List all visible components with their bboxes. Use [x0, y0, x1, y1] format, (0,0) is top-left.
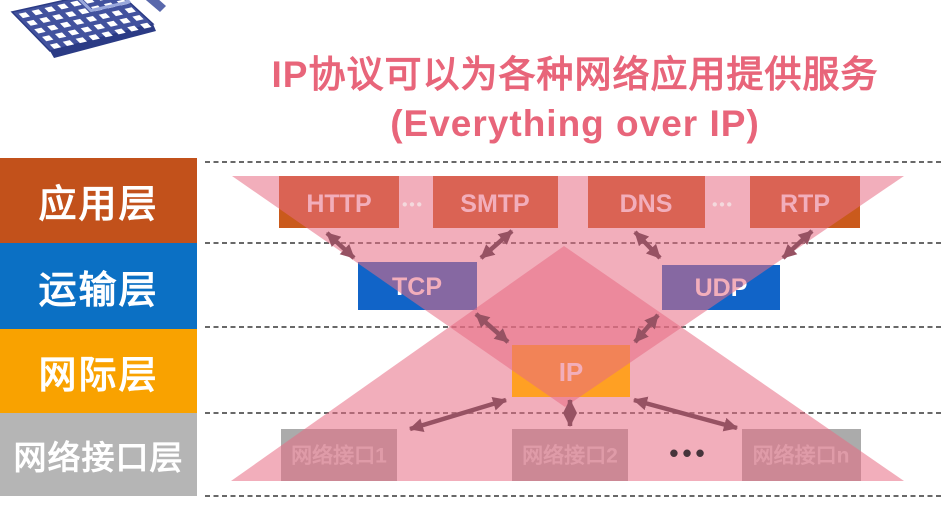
internet-layer-label: 网际层 [38, 354, 159, 397]
sidebar-network-interface-layer: 网络接口层 [0, 413, 197, 496]
arrow-smtp-tcp [479, 229, 514, 260]
laptop-trackpad-outline [78, 0, 131, 12]
arrow-rtp-udp [781, 229, 814, 260]
arrow-dns-udp [633, 230, 662, 260]
ellipsis-dns-rtp: ••• [712, 197, 734, 214]
arrow-ip-interface-n [633, 396, 738, 432]
laptop-icon [10, 0, 166, 58]
sidebar-application-layer: 应用层 [0, 158, 197, 243]
hourglass-upper-triangle [232, 176, 904, 407]
arrow-tcp-ip [474, 312, 510, 344]
network-interface-layer-label: 网络接口层 [13, 438, 184, 476]
layer-sidebar: 应用层 运输层 网际层 网络接口层 [0, 158, 197, 496]
sidebar-internet-layer: 网际层 [0, 329, 197, 413]
ellipsis-http-smtp: ••• [402, 197, 424, 214]
laptop-screen-edge [145, 0, 166, 12]
application-layer-label: 应用层 [38, 184, 159, 226]
slide-title: IP协议可以为各种网络应用提供服务 (Everything over IP) [200, 50, 946, 148]
laptop-keys [18, 0, 152, 49]
arrow-http-tcp [325, 231, 356, 260]
laptop-underside [50, 24, 156, 58]
protocol-arrows [325, 229, 814, 432]
transport-layer-label: 运输层 [38, 269, 159, 312]
sidebar-transport-layer: 运输层 [0, 243, 197, 329]
ellipsis-dots: ••• ••• ••• [402, 197, 734, 469]
ellipsis-interfaces: ••• [669, 438, 708, 468]
slide-title-line2: (Everything over IP) [390, 103, 760, 144]
slide-title-line1: IP协议可以为各种网络应用提供服务 [271, 54, 879, 95]
arrow-udp-ip [633, 313, 660, 344]
arrow-ip-interface1 [409, 397, 507, 432]
